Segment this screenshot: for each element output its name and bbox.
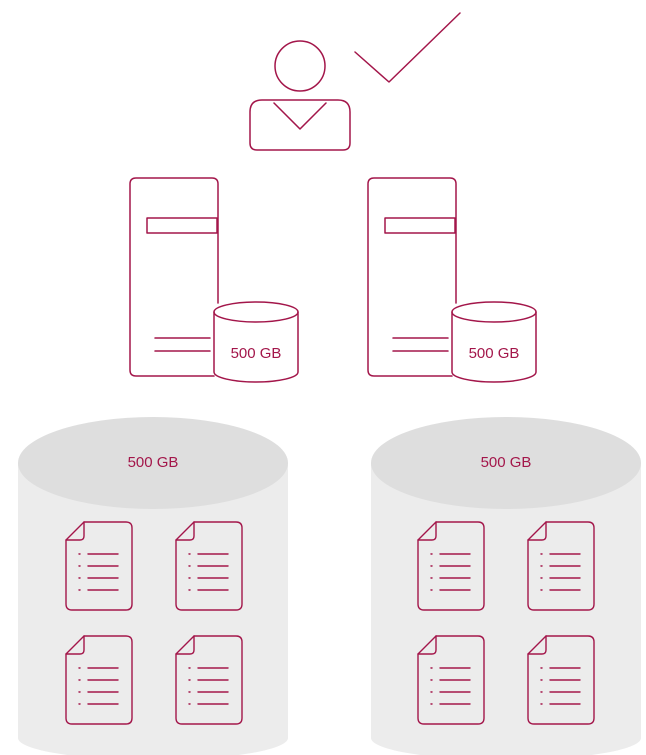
file-grid — [65, 521, 243, 725]
checkmark-icon — [354, 12, 461, 83]
server-icon — [129, 177, 219, 377]
server-capacity-label: 500 GB — [469, 345, 520, 362]
server-2: 500 GB — [367, 177, 537, 383]
document-icon — [65, 521, 133, 611]
user-icon — [249, 40, 351, 151]
document-icon — [417, 635, 485, 725]
document-icon — [417, 521, 485, 611]
document-icon — [527, 521, 595, 611]
file-grid — [417, 521, 595, 725]
database-icon: 500 GB — [451, 301, 537, 383]
storage-capacity-label: 500 GB — [128, 454, 179, 471]
document-icon — [527, 635, 595, 725]
document-icon — [175, 521, 243, 611]
storage-cylinder-1: 500 GB — [18, 417, 288, 755]
storage-cylinder-2: 500 GB — [371, 417, 641, 755]
server-1: 500 GB — [129, 177, 299, 383]
database-icon: 500 GB — [213, 301, 299, 383]
server-icon — [367, 177, 457, 377]
server-capacity-label: 500 GB — [231, 345, 282, 362]
document-icon — [65, 635, 133, 725]
storage-capacity-label: 500 GB — [481, 454, 532, 471]
document-icon — [175, 635, 243, 725]
